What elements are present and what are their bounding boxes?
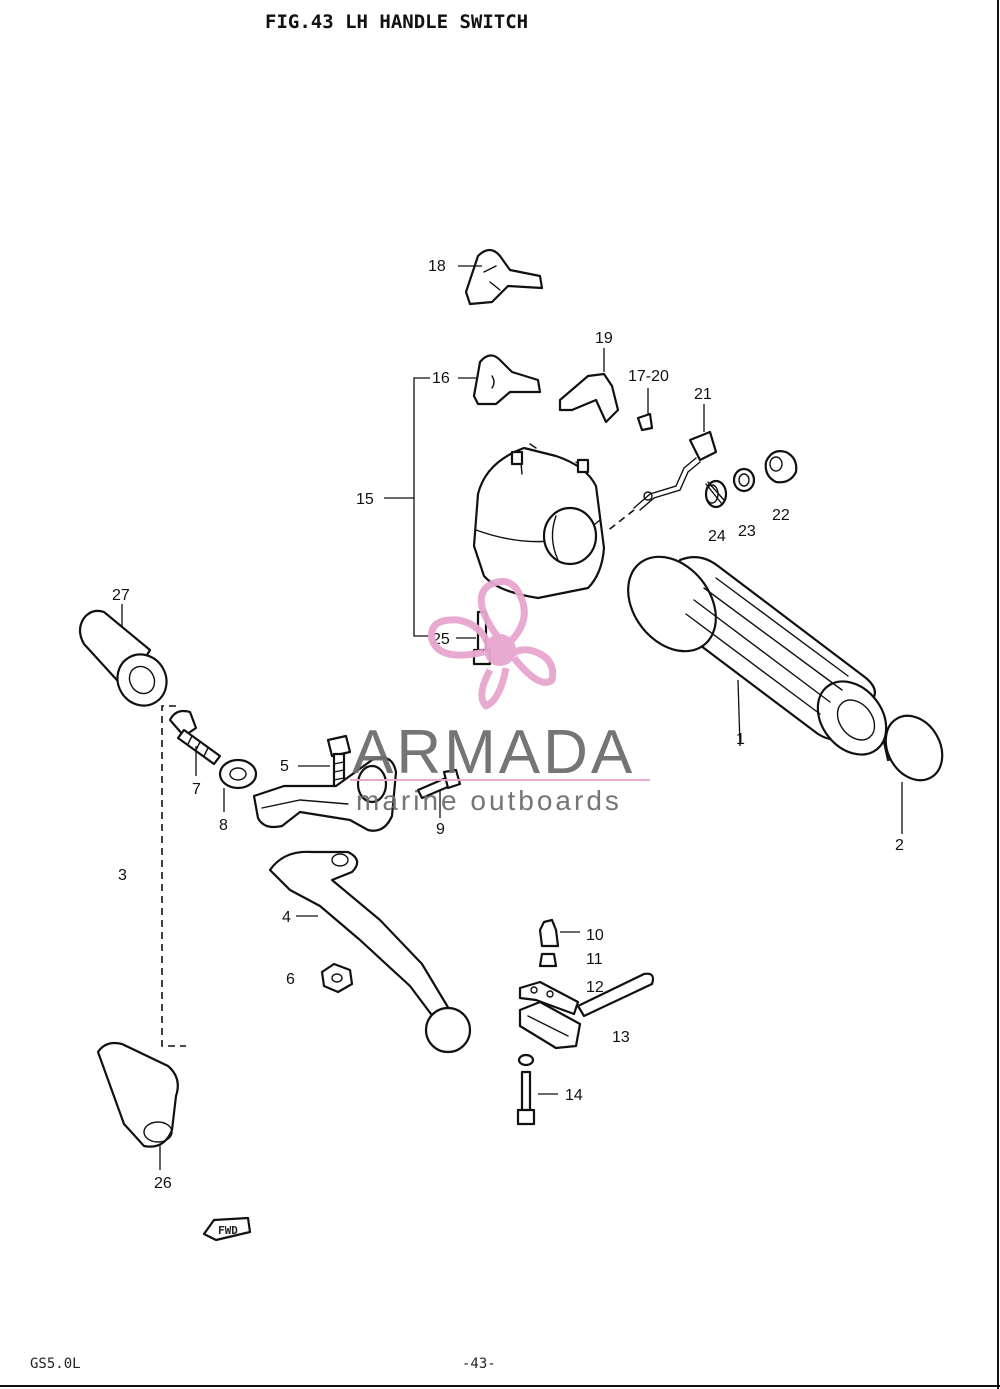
watermark-brand: ARMADA bbox=[352, 718, 635, 787]
part-2-bar-end bbox=[882, 714, 944, 834]
callout-7: 7 bbox=[192, 781, 201, 798]
callout-11: 11 bbox=[586, 951, 603, 968]
part-27-grip bbox=[78, 604, 168, 707]
callout-4: 4 bbox=[282, 909, 291, 926]
figure-title: FIG.43 LH HANDLE SWITCH bbox=[265, 11, 528, 33]
callout-15: 15 bbox=[356, 491, 374, 508]
part-13-switch-base bbox=[518, 1000, 582, 1050]
part-12-switch-plate bbox=[518, 972, 655, 1018]
watermark-logo: ARMADA marine outboards bbox=[350, 577, 650, 816]
callout-3: 3 bbox=[118, 867, 127, 884]
part-10-screw bbox=[538, 918, 580, 948]
part-18-switch-cover bbox=[458, 248, 544, 306]
watermark-tagline: marine outboards bbox=[356, 785, 622, 816]
footer-model-code: GS5.0L bbox=[30, 1356, 81, 1372]
fwd-arrow: FWD bbox=[202, 1216, 252, 1242]
part-17-20-screw bbox=[636, 388, 654, 432]
callout-10: 10 bbox=[586, 927, 604, 944]
callout-16: 16 bbox=[432, 370, 450, 387]
part-14-screw bbox=[516, 1053, 558, 1126]
callout-23: 23 bbox=[738, 523, 756, 540]
callout-6: 6 bbox=[286, 971, 295, 988]
part-19-switch-lever bbox=[558, 348, 620, 424]
lever-bracket bbox=[252, 756, 398, 832]
part-26-lever-boot bbox=[96, 1041, 179, 1170]
callout-26: 26 bbox=[154, 1175, 172, 1192]
callout-9: 9 bbox=[436, 821, 445, 838]
part-8-nut bbox=[218, 758, 258, 812]
part-15-switch-housing bbox=[472, 443, 606, 600]
callout-1: 1 bbox=[736, 731, 745, 748]
part-24-spring bbox=[704, 479, 728, 509]
callout-2: 2 bbox=[895, 837, 904, 854]
callout-12: 12 bbox=[586, 979, 604, 996]
part-23-washer bbox=[732, 467, 756, 493]
part-5-bolt bbox=[298, 734, 352, 790]
callout-21: 21 bbox=[694, 386, 712, 403]
callout-14: 14 bbox=[565, 1087, 583, 1104]
callout-19: 19 bbox=[595, 330, 613, 347]
fwd-label: FWD bbox=[218, 1224, 238, 1237]
callout-24: 24 bbox=[708, 528, 726, 545]
part-1-handle-grip bbox=[627, 555, 888, 756]
callout-17-20: 17-20 bbox=[628, 368, 669, 385]
bracket-15 bbox=[384, 377, 430, 637]
callout-5: 5 bbox=[280, 758, 289, 775]
callout-18: 18 bbox=[428, 258, 446, 275]
callout-27: 27 bbox=[112, 587, 130, 604]
assembly-line-3 bbox=[161, 705, 186, 1047]
callout-22: 22 bbox=[772, 507, 790, 524]
part-21-contact-wire bbox=[605, 404, 718, 533]
part-11-washer bbox=[538, 952, 558, 968]
part-22-cap bbox=[764, 450, 798, 484]
footer-page-number: -43- bbox=[462, 1356, 496, 1372]
part-6-nut bbox=[320, 962, 354, 994]
propeller-icon bbox=[428, 577, 557, 710]
callout-8: 8 bbox=[219, 817, 228, 834]
callout-13: 13 bbox=[612, 1029, 630, 1046]
part-7-bolt bbox=[168, 709, 222, 776]
part-16-switch-knob bbox=[458, 354, 542, 406]
part-4-clutch-lever bbox=[268, 850, 472, 1054]
